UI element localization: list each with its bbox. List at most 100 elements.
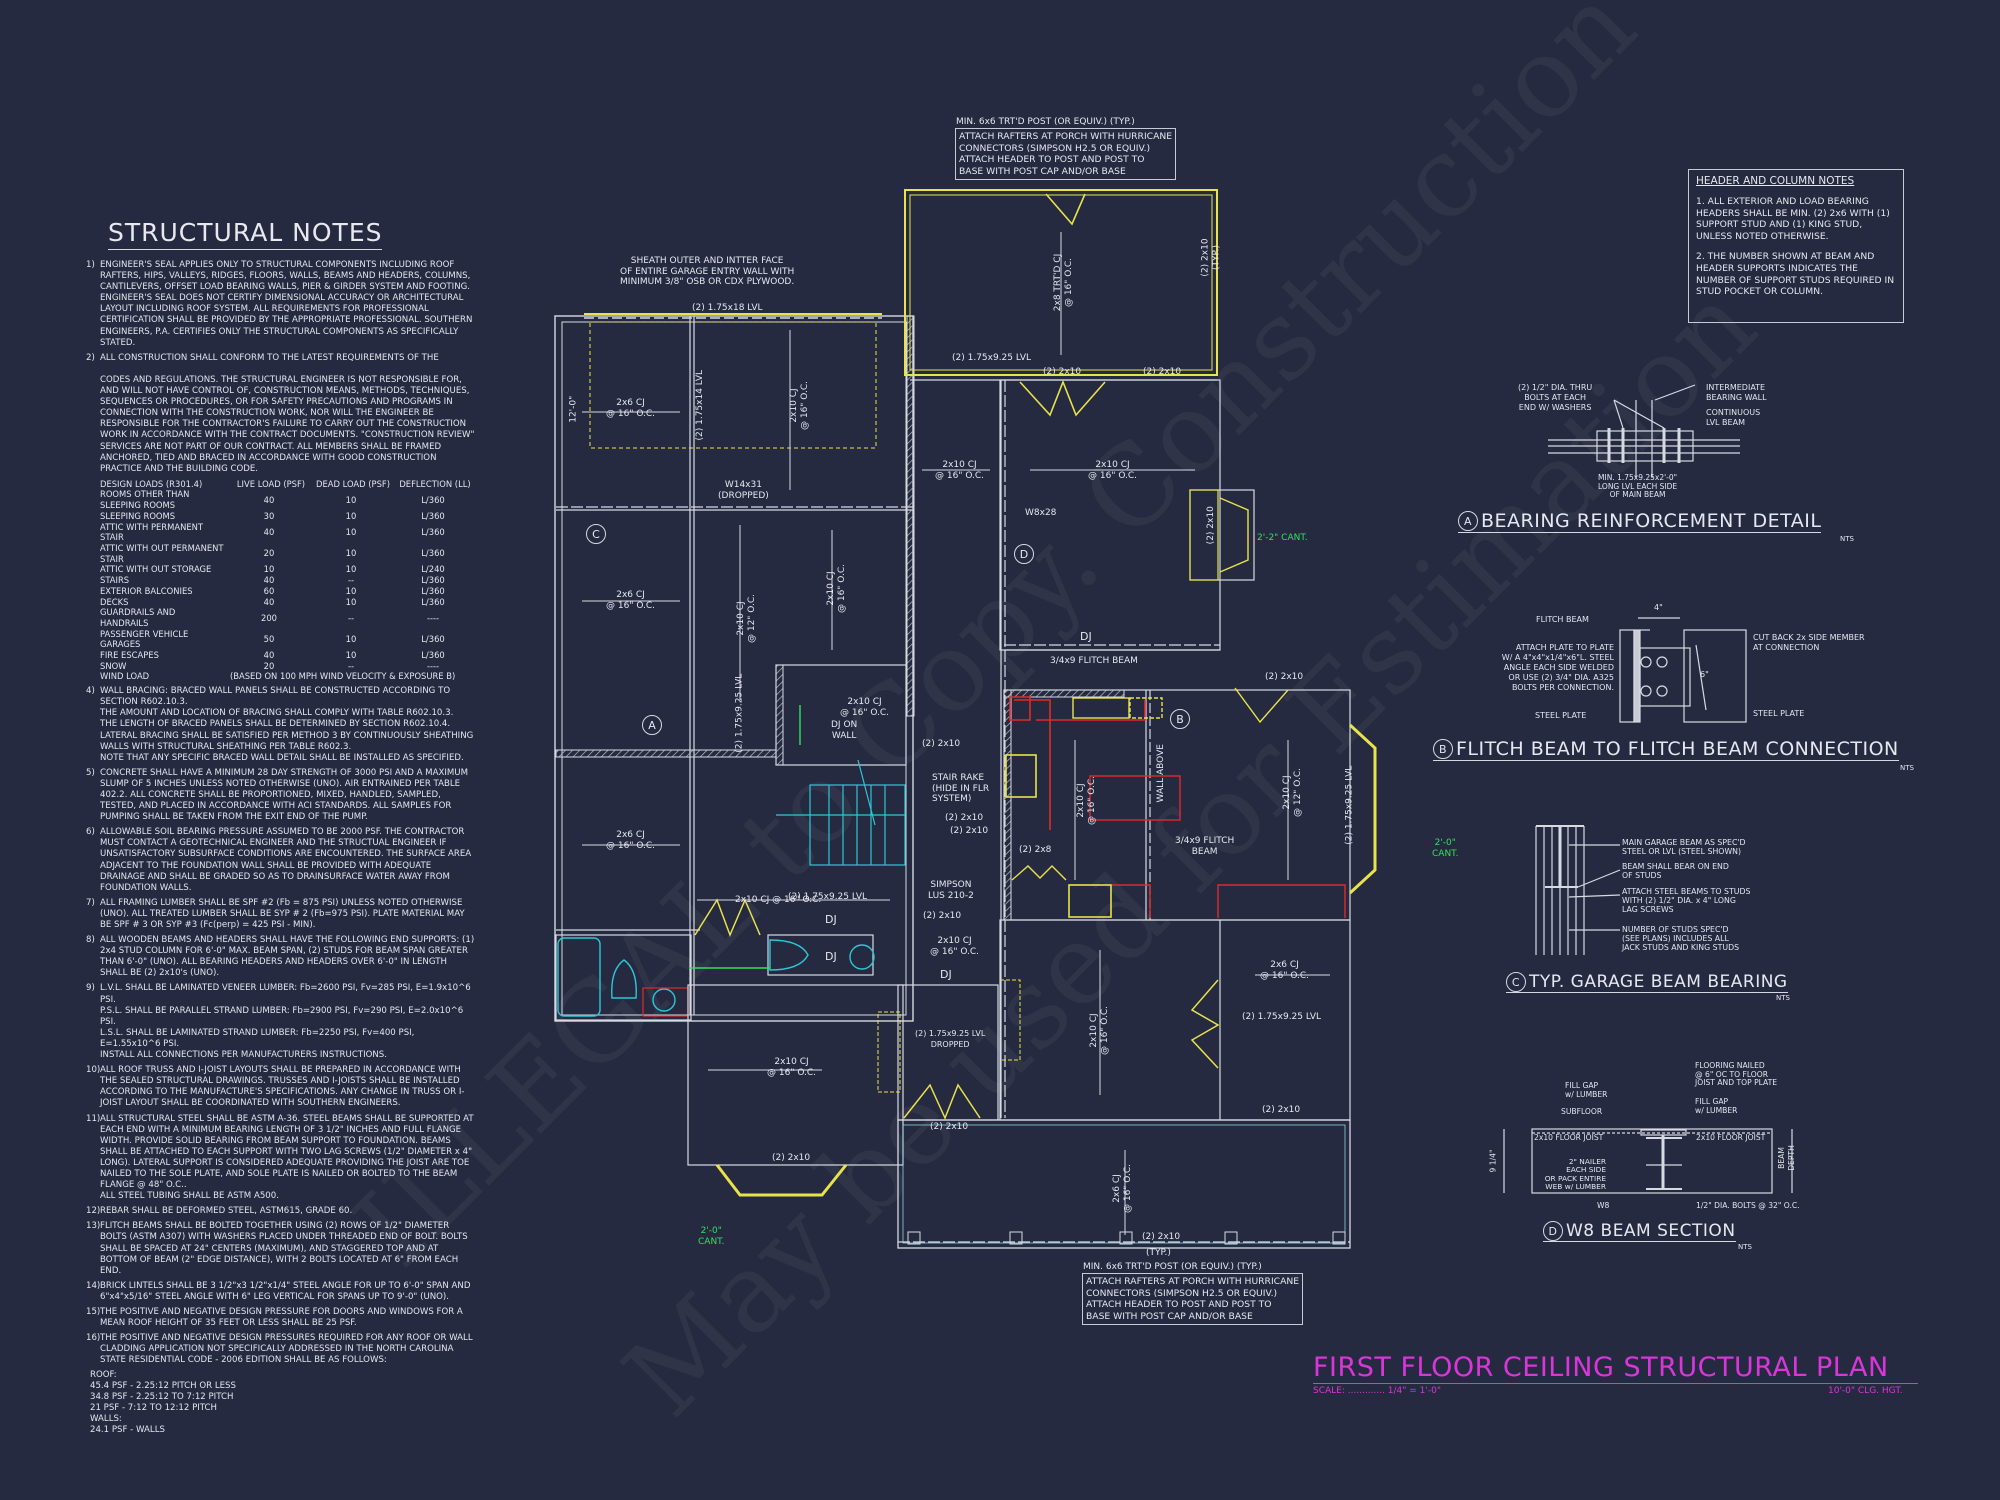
label-lvl-hall-2: (2) 1.75x9.25 LVL bbox=[788, 892, 868, 902]
note-9: 9)L.V.L. SHALL BE LAMINATED VENEER LUMBE… bbox=[86, 983, 471, 1061]
note-15: 15)THE POSITIVE AND NEGATIVE DESIGN PRES… bbox=[86, 1307, 463, 1329]
callout-a: A bbox=[642, 715, 662, 735]
detail-d-title: D W8 BEAM SECTION bbox=[1543, 1221, 1736, 1242]
detail-b-label-plate-right: STEEL PLATE bbox=[1753, 709, 1805, 718]
note-4: 4)WALL BRACING: BRACED WALL PANELS SHALL… bbox=[86, 686, 474, 763]
detail-b-label-flitch: FLITCH BEAM bbox=[1536, 615, 1589, 624]
label-cj-bath: 2x10 CJ @ 16" O.C. bbox=[930, 936, 980, 957]
detail-c-circle: C bbox=[1506, 972, 1526, 992]
detail-a-label-wall: INTERMEDIATE BEARING WALL bbox=[1706, 383, 1767, 402]
detail-b-dim-4: 4" bbox=[1654, 603, 1663, 612]
detail-d-label-fillgap-right: FILL GAP w/ LUMBER bbox=[1695, 1097, 1738, 1115]
label-bay-2x10: (2) 2x10 bbox=[1205, 506, 1216, 545]
plan-title: FIRST FLOOR CEILING STRUCTURAL PLAN bbox=[1313, 1352, 1918, 1384]
design-pressures: ROOF: 45.4 PSF - 2.25:12 PITCH OR LESS 3… bbox=[90, 1370, 236, 1436]
label-lvl-dropped: (2) 1.75x9.25 LVL DROPPED bbox=[915, 1029, 986, 1049]
label-garage-cj: 2x6 CJ @ 16" O.C. bbox=[606, 398, 656, 419]
label-flitch-mid: 3/4x9 FLITCH BEAM bbox=[1175, 836, 1235, 857]
label-dj: DJ bbox=[1080, 630, 1092, 643]
detail-b-dim-6: 6" bbox=[1700, 670, 1709, 679]
detail-d-label-nailer: 2" NAILER EACH SIDE OR PACK ENTIRE WEB w… bbox=[1544, 1157, 1606, 1192]
detail-c-label-2: BEAM SHALL BEAR ON END OF STUDS bbox=[1622, 862, 1729, 880]
label-stair-rake: STAIR RAKE (HIDE IN FLR SYSTEM) bbox=[932, 773, 990, 804]
design-loads-heading: DESIGN LOADS (R301.4) bbox=[100, 478, 203, 489]
detail-b-label-plate-left: STEEL PLATE bbox=[1535, 711, 1587, 720]
label-dj-3: DJ bbox=[940, 968, 952, 981]
design-loads-table: DESIGN LOADS (R301.4) LIVE LOAD (PSF) DE… bbox=[100, 479, 476, 682]
label-garage-cj2: 2x10 CJ @ 16" O.C. bbox=[789, 380, 810, 431]
label-dj-1: DJ bbox=[825, 913, 837, 926]
detail-d-label-joist-right: 2x10 FLOOR JOIST bbox=[1696, 1133, 1766, 1142]
label-w14: W14x31 (DROPPED) bbox=[718, 480, 769, 501]
note-1: 1)ENGINEER'S SEAL APPLIES ONLY TO STRUCT… bbox=[86, 260, 473, 348]
label-h2x10-3: (2) 2x10 bbox=[950, 826, 989, 836]
label-cj-kitchen: 2x10 CJ @ 16" O.C. bbox=[1076, 775, 1097, 826]
label-cj-bed: 2x10 CJ @ 16" O.C. bbox=[767, 1057, 817, 1078]
label-bay-lower: (2) 2x10 bbox=[772, 1153, 811, 1163]
label-lvl-hall: (2) 1.75x9.25 LVL bbox=[734, 673, 745, 753]
porch-note-bottom-typ: (TYP.) bbox=[1146, 1248, 1171, 1258]
label-porch-cj: 2x8 TRT'D CJ @ 16" O.C. bbox=[1053, 253, 1074, 312]
header-column-notes-title: HEADER AND COLUMN NOTES bbox=[1696, 175, 1855, 187]
detail-b-label-attach: ATTACH PLATE TO PLATE W/ A 4"x4"x1/4"x6"… bbox=[1501, 643, 1614, 692]
label-h2x10-2: (2) 2x10 bbox=[945, 813, 984, 823]
detail-c-label-1: MAIN GARAGE BEAM AS SPEC'D STEEL OR LVL … bbox=[1622, 838, 1746, 856]
detail-d-label-flooring: FLOORING NAILED @ 6" OC TO FLOOR JOIST A… bbox=[1695, 1061, 1778, 1088]
label-dj-on-wall: DJ ON WALL bbox=[831, 720, 858, 741]
callout-b: B bbox=[1170, 709, 1190, 729]
plan-ceiling-height: 10'-0" CLG. HGT. bbox=[1828, 1386, 1903, 1396]
porch-note-bottom-box: ATTACH RAFTERS AT PORCH WITH HURRICANE C… bbox=[1082, 1273, 1304, 1325]
label-cj-mid-left: 2x6 CJ @ 16" O.C. bbox=[606, 590, 656, 611]
callout-c: C bbox=[586, 524, 606, 544]
detail-d-label-beam-depth: BEAM DEPTH bbox=[1776, 1145, 1796, 1171]
label-cj-right-lower: 2x6 CJ @ 16" O.C. bbox=[1260, 960, 1310, 981]
porch-note-top-box: ATTACH RAFTERS AT PORCH WITH HURRICANE C… bbox=[955, 128, 1177, 180]
structural-notes: 1)ENGINEER'S SEAL APPLIES ONLY TO STRUCT… bbox=[86, 260, 476, 1436]
label-porch-side: (2) 2x10 (TYP.) bbox=[1200, 238, 1222, 277]
floor-plan bbox=[554, 189, 1377, 1249]
detail-a-label-min: MIN. 1.75x9.25x2'-0" LONG LVL EACH SIDE … bbox=[1598, 473, 1678, 499]
detail-a-title: A BEARING REINFORCEMENT DETAIL bbox=[1458, 510, 1822, 533]
note-16: 16)THE POSITIVE AND NEGATIVE DESIGN PRES… bbox=[86, 1333, 473, 1366]
detail-d-label-joist-left: 2x10 FLOOR JOIST bbox=[1534, 1133, 1604, 1142]
label-cj-hall: 2x10 CJ @ 16" O.C. bbox=[735, 895, 822, 905]
note-14: 14)BRICK LINTELS SHALL BE 3 1/2"x3 1/2"x… bbox=[86, 1280, 471, 1302]
label-cant-20-r: 2'-0" CANT. bbox=[1432, 838, 1459, 859]
detail-b-scale: NTS bbox=[1900, 764, 1914, 772]
label-hdr-b: (2) 2x10 bbox=[1143, 367, 1182, 377]
label-hdr-right-lower: (2) 2x10 bbox=[1262, 1105, 1301, 1115]
label-cj-stair: 2x10 CJ @ 16" O.C. bbox=[840, 697, 890, 718]
detail-d-drawing bbox=[1503, 1128, 1793, 1194]
detail-c-label-3: ATTACH STEEL BEAMS TO STUDS WITH (2) 1/2… bbox=[1622, 887, 1751, 914]
label-hdr-hall: (2) 2x10 bbox=[930, 1122, 969, 1132]
porch-note-bottom-heading: MIN. 6x6 TRT'D POST (OR EQUIV.) (TYP.) bbox=[1083, 1262, 1262, 1272]
detail-c-scale: NTS bbox=[1776, 994, 1790, 1002]
note-2: 2)ALL CONSTRUCTION SHALL CONFORM TO THE … bbox=[86, 352, 475, 474]
label-garage-header: (2) 1.75x18 LVL bbox=[692, 303, 763, 313]
label-dim-12: 12'-0" bbox=[568, 395, 579, 423]
detail-a-label-lvl: CONTINUOUS LVL BEAM bbox=[1706, 408, 1761, 427]
detail-d-dim-depth: 9 1/4" bbox=[1488, 1149, 1498, 1173]
header-column-note-1: 1. ALL EXTERIOR AND LOAD BEARING HEADERS… bbox=[1696, 195, 1890, 243]
porch-note-top-heading: MIN. 6x6 TRT'D POST (OR EQUIV.) (TYP.) bbox=[956, 117, 1135, 127]
label-hdr-a: (2) 2x10 bbox=[1043, 367, 1082, 377]
detail-c-drawing bbox=[1535, 825, 1621, 955]
detail-b-drawing bbox=[1619, 617, 1747, 723]
header-column-note-2: 2. THE NUMBER SHOWN AT BEAM AND HEADER S… bbox=[1696, 250, 1895, 298]
label-h2x10-4: (2) 2x10 bbox=[923, 911, 962, 921]
detail-a-scale: NTS bbox=[1840, 535, 1854, 543]
label-cj-left-room: 2x10 CJ @ 16" O.C. bbox=[935, 460, 985, 481]
label-lvl-right-lower: (2) 1.75x9.25 LVL bbox=[1242, 1012, 1322, 1022]
label-garage-lvl: (2) 1.75x14 LVL bbox=[694, 370, 705, 441]
